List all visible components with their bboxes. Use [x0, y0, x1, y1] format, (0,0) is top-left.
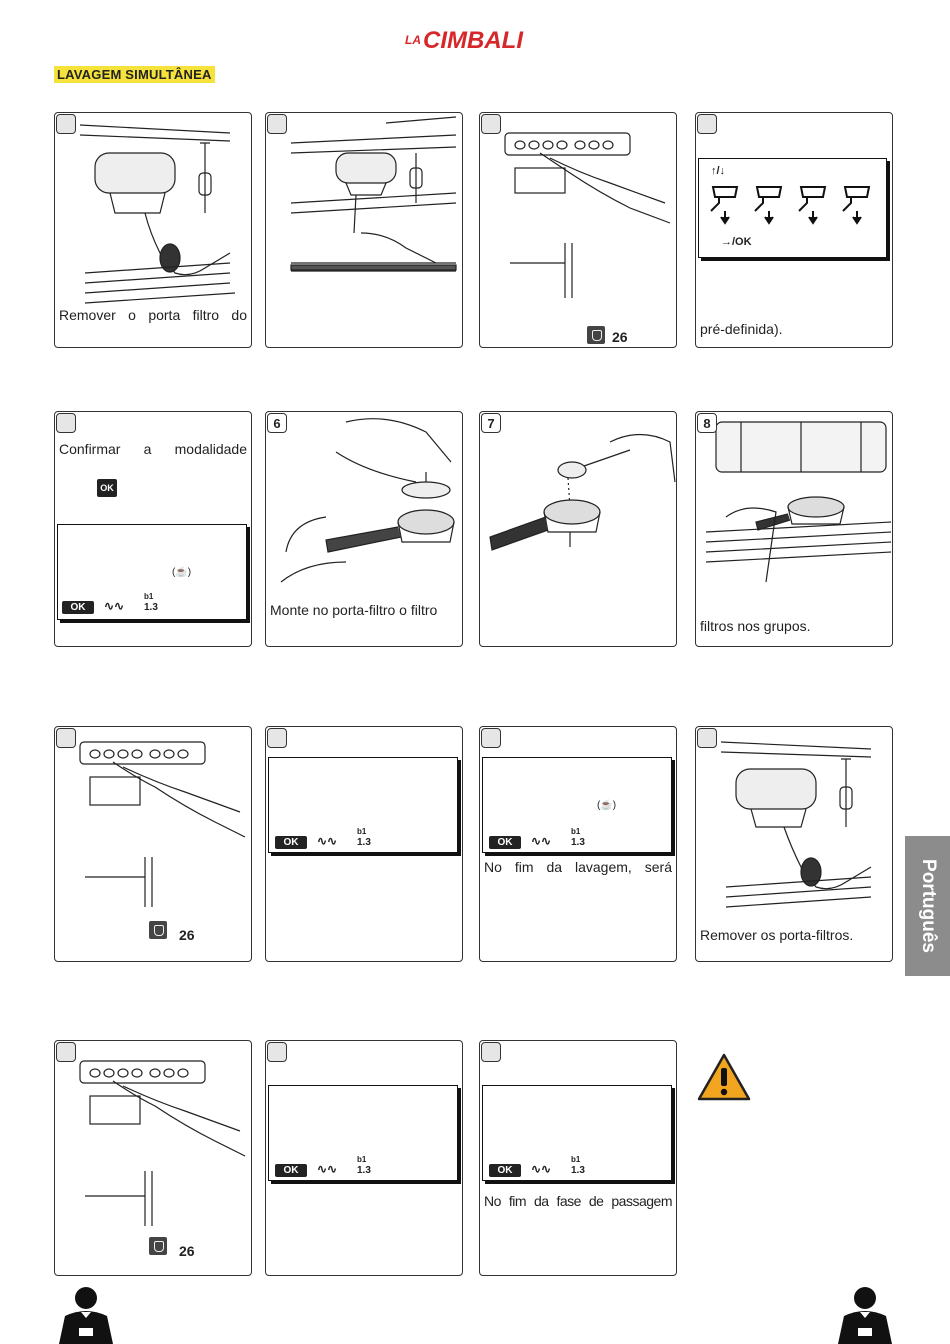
- brand-prefix: LA: [405, 33, 421, 47]
- ok-key-icon: OK: [97, 479, 117, 497]
- step-panel-13: 26: [54, 1040, 252, 1276]
- press-button-illustration: [504, 132, 671, 298]
- lcd-counter-top: b1: [144, 592, 154, 601]
- wave-icon: ∿∿: [104, 599, 125, 613]
- step-panel-11: (☕) OK ∿∿ b1 1.3 No fim da lavagem, será: [479, 726, 677, 962]
- step-caption: filtros nos grupos.: [700, 618, 811, 634]
- step-number: [56, 728, 76, 748]
- step-number: [267, 728, 287, 748]
- add-detergent-illustration: [489, 433, 676, 551]
- lcd-ok: OK: [62, 601, 94, 614]
- barista-icon: [838, 1287, 892, 1344]
- cup-icon: (☕): [172, 567, 192, 578]
- remove-portafilter-illustration: [79, 124, 236, 304]
- step-number: [481, 114, 501, 134]
- language-tab-label: Português: [917, 859, 939, 953]
- lcd-counter-top: b1: [357, 827, 367, 836]
- wave-icon: ∿∿: [531, 834, 552, 848]
- remove-portafilters-illustration: [720, 741, 872, 908]
- group-icons: [710, 186, 871, 225]
- lcd-screen: (☕) OK ∿∿ b1 1.3: [57, 524, 247, 620]
- step-number: [267, 1042, 287, 1062]
- lcd-counter-top: b1: [571, 827, 581, 836]
- step-number: [697, 728, 717, 748]
- step-caption: No fim da fase de passagem: [484, 1193, 673, 1209]
- attach-portafilter-illustration: [290, 116, 457, 272]
- lcd-ok: OK: [275, 836, 307, 849]
- step-panel-5: Confirmar a modalidade OK (☕) OK ∿∿ b1 1…: [54, 411, 252, 647]
- step-number: [481, 728, 501, 748]
- step-panel-4: ↑/↓ →/OK pré-definida).: [695, 112, 893, 348]
- step-panel-7: 7: [479, 411, 677, 647]
- lcd-ok: OK: [275, 1164, 307, 1177]
- page-reference: 26: [179, 927, 195, 943]
- step-number: 7: [481, 413, 501, 433]
- language-tab: Português: [905, 836, 950, 976]
- lcd-counter: 1.3: [357, 1165, 371, 1176]
- press-button-illustration: [79, 1060, 246, 1226]
- step-number: [481, 1042, 501, 1062]
- lcd-counter: 1.3: [571, 1165, 585, 1176]
- reference-icon: [149, 921, 167, 939]
- step-number: 6: [267, 413, 287, 433]
- lcd-ok: OK: [489, 836, 521, 849]
- lcd-screen: ↑/↓ →/OK: [698, 158, 887, 258]
- lcd-counter: 1.3: [144, 602, 158, 613]
- lcd-screen: (☕) OK ∿∿ b1 1.3: [482, 757, 672, 853]
- step-panel-3: 26: [479, 112, 677, 348]
- lcd-counter-top: b1: [571, 1155, 581, 1164]
- reference-icon: [587, 326, 605, 344]
- step-number: 8: [697, 413, 717, 433]
- lcd-screen: OK ∿∿ b1 1.3: [268, 757, 458, 853]
- step-caption: Remover os porta-filtros.: [700, 927, 854, 943]
- section-title: LAVAGEM SIMULTÂNEA: [54, 66, 215, 83]
- wave-icon: ∿∿: [317, 1162, 338, 1176]
- step-panel-10: OK ∿∿ b1 1.3: [265, 726, 463, 962]
- step-panel-14: OK ∿∿ b1 1.3: [265, 1040, 463, 1276]
- warning-icon: [697, 1053, 751, 1101]
- step-number: [56, 413, 76, 433]
- page-reference: 26: [612, 329, 628, 345]
- step-panel-1: Remover o porta filtro do: [54, 112, 252, 348]
- lcd-screen: OK ∿∿ b1 1.3: [268, 1085, 458, 1181]
- lcd-counter-top: b1: [357, 1155, 367, 1164]
- step-number: [267, 114, 287, 134]
- lcd-counter: 1.3: [357, 837, 371, 848]
- lcd-counter: 1.3: [571, 837, 585, 848]
- brand-name: CIMBALI: [423, 27, 524, 54]
- step-number: [56, 1042, 76, 1062]
- step-caption: Remover o porta filtro do: [59, 307, 247, 323]
- lcd-nav-hint: ↑/↓: [711, 165, 726, 177]
- step-panel-9: 26: [54, 726, 252, 962]
- step-caption: No fim da lavagem, será: [484, 859, 672, 875]
- step-panel-8: 8 filtros nos grupos.: [695, 411, 893, 647]
- lcd-ok: OK: [489, 1164, 521, 1177]
- lcd-screen: OK ∿∿ b1 1.3: [482, 1085, 672, 1181]
- step-panel-15: OK ∿∿ b1 1.3 No fim da fase de passagem: [479, 1040, 677, 1276]
- step-panel-12: Remover os porta-filtros.: [695, 726, 893, 962]
- insert-filter-illustration: [280, 418, 455, 583]
- wave-icon: ∿∿: [317, 834, 338, 848]
- step-caption: pré-definida).: [700, 321, 783, 337]
- cimbali-logo: LA CIMBALI: [405, 27, 524, 54]
- lcd-confirm-hint: →/OK: [721, 236, 752, 248]
- barista-icon: [59, 1287, 113, 1344]
- press-button-illustration: [79, 741, 246, 907]
- reference-icon: [149, 1237, 167, 1255]
- step-number: [697, 114, 717, 134]
- step-number: [56, 114, 76, 134]
- step-panel-2: [265, 112, 463, 348]
- wave-icon: ∿∿: [531, 1162, 552, 1176]
- step-caption: Monte no porta-filtro o filtro: [270, 602, 438, 618]
- page-reference: 26: [179, 1243, 195, 1259]
- step-panel-6: 6 Monte no porta-filtro o filtro: [265, 411, 463, 647]
- step-caption: Confirmar a modalidade: [59, 441, 247, 457]
- insert-portafilters-illustration: [705, 421, 892, 583]
- cup-icon: (☕): [597, 800, 617, 811]
